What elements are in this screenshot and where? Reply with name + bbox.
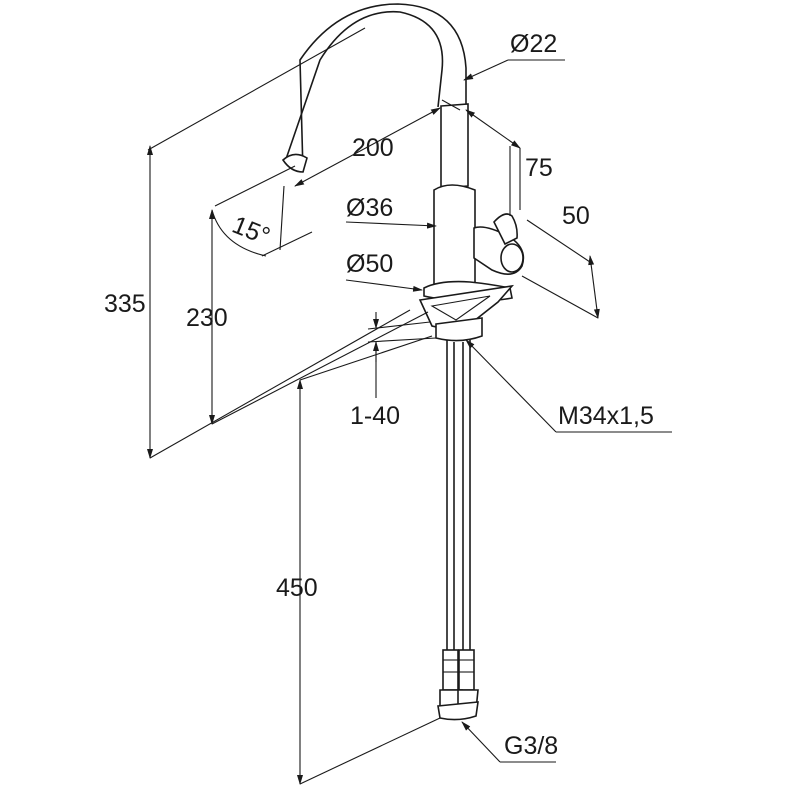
dimension-labels: Ø22 200 75 50 Ø36 Ø50 15° 335 230 1-40 M…: [104, 30, 654, 760]
label-outlet-height: 230: [186, 304, 228, 332]
label-spout-angle: 15°: [228, 211, 274, 251]
handle-lever: [493, 213, 518, 246]
handle-cap: [500, 243, 524, 273]
spout-inner: [299, 3, 467, 173]
label-thread: M34x1,5: [558, 402, 654, 430]
label-base-diameter: Ø50: [346, 250, 393, 278]
label-reach: 200: [352, 134, 394, 162]
label-body-diameter: Ø36: [346, 194, 393, 222]
mounting-plate: [418, 284, 515, 333]
label-counter-thickness: 1-40: [350, 402, 400, 430]
lock-nut: [435, 317, 483, 342]
fitting-right: [458, 649, 475, 691]
label-handle-offset: 75: [525, 154, 553, 182]
column: [440, 103, 469, 189]
spout: [284, 10, 444, 163]
label-handle-depth: 50: [562, 202, 590, 230]
label-hose-length: 450: [276, 574, 318, 602]
label-spout-diameter: Ø22: [510, 30, 557, 58]
body: [433, 184, 476, 292]
faucet-outline: [281, 3, 525, 721]
dimension-lines: [147, 27, 672, 785]
fitting-left: [442, 649, 459, 691]
label-connection: G3/8: [504, 732, 558, 760]
spout-tip: [281, 153, 308, 173]
label-total-height: 335: [104, 290, 146, 318]
